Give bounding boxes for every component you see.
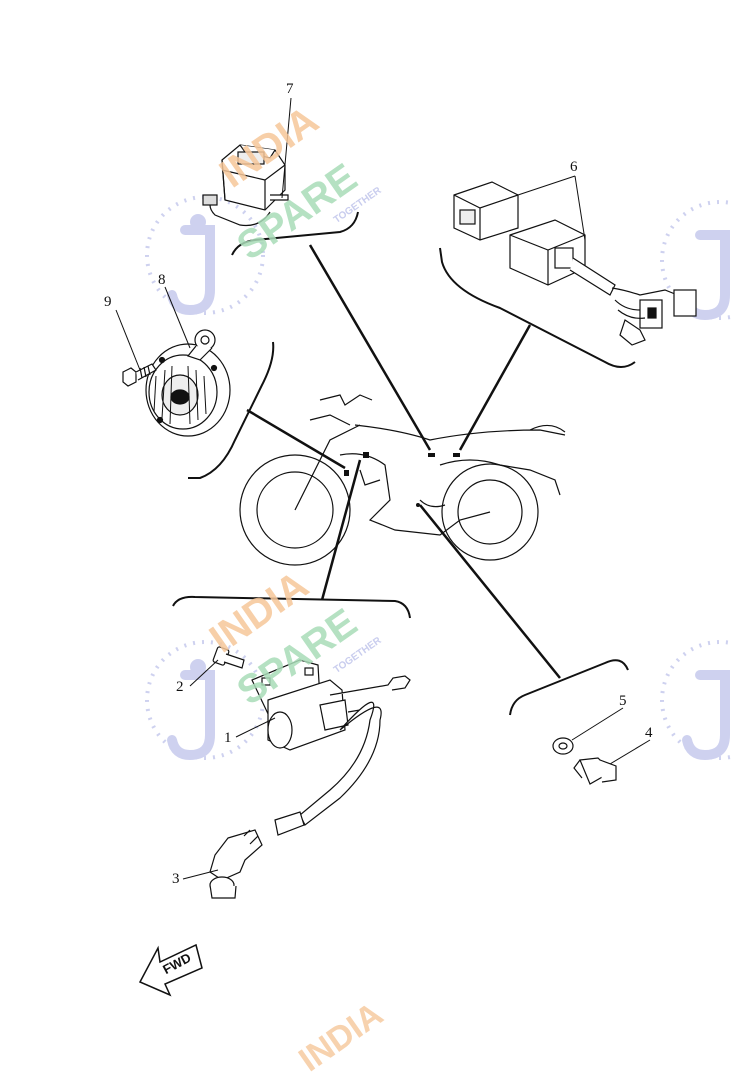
callout-8: 8	[158, 272, 166, 288]
callout-6: 6	[570, 159, 578, 175]
callout-1: 1	[224, 730, 232, 746]
part-4-switch	[573, 757, 617, 785]
callout-9: 9	[104, 294, 112, 310]
watermark-logo-top	[145, 195, 265, 316]
callout-leaders	[115, 97, 651, 880]
leader-lines	[246, 244, 561, 679]
callout-3: 3	[172, 871, 180, 887]
callout-2: 2	[176, 679, 184, 695]
part-7-relay	[202, 144, 289, 227]
fwd-arrow	[138, 943, 203, 997]
part-5-washer	[552, 737, 574, 755]
callout-4: 4	[645, 725, 653, 741]
part-6-cdi-unit	[453, 181, 697, 346]
part-1-ignition-coil	[251, 659, 411, 836]
panel-frames	[172, 211, 636, 716]
watermark-logo-right-mid	[660, 640, 731, 761]
parts-diagram: INDIA SPARE TOGETHER INDIA SPARE TOGETHE…	[104, 81, 731, 1079]
diagram-canvas	[115, 97, 731, 997]
part-8-horn	[145, 329, 231, 437]
part-2-screw	[212, 646, 245, 669]
callout-5: 5	[619, 693, 627, 709]
watermark-logo-mid	[145, 640, 265, 761]
motorcycle-outline	[239, 394, 566, 566]
part-9-bolt	[122, 363, 157, 387]
part-3-plug-cap	[209, 829, 263, 899]
callout-7: 7	[286, 81, 294, 97]
motorcycle-mount-marks	[344, 452, 460, 507]
